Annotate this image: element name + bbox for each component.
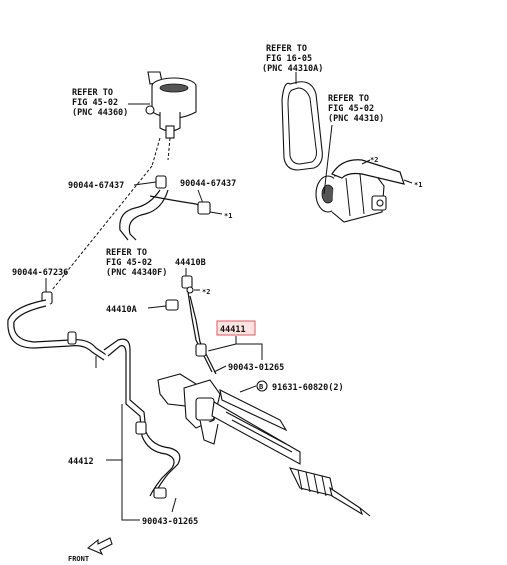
refer-pump-line2: FIG 45-02 (328, 104, 374, 114)
tube-fitting (153, 487, 167, 499)
refer-belt-line1: REFER TO (266, 44, 307, 54)
refer-belt-line3: (PNC 44310A) (262, 64, 323, 74)
hose-fitting (195, 343, 207, 357)
hose-clamp (67, 331, 77, 345)
part-44410b-label: 44410B (175, 258, 206, 268)
leader-line (147, 305, 167, 309)
part-90043-top-label: 90043-01265 (228, 363, 284, 373)
part-44411-label[interactable]: 44411 (220, 325, 246, 335)
return-hose (149, 195, 205, 209)
leader-line (203, 343, 237, 353)
mark-b: B (259, 383, 263, 391)
leader-line (106, 404, 123, 461)
rack-boot (288, 467, 335, 497)
part-44412-label: 44412 (68, 457, 94, 467)
clamp-right-label: 90044-67437 (180, 179, 236, 189)
clamp-far-left-label: 90044-67236 (12, 268, 68, 278)
mark-star1-a: *1 (224, 212, 232, 220)
refer-pump-line3: (PNC 44310) (328, 114, 384, 124)
part-91631-label: 91631-60820(2) (272, 383, 344, 393)
union-bolt (181, 275, 194, 294)
leader-line (121, 460, 140, 521)
leader-line (361, 159, 371, 165)
mark-star2-a: *2 (370, 156, 378, 164)
leader-line (133, 181, 157, 186)
leader-line (213, 365, 227, 373)
hose-clamp (197, 201, 211, 215)
return-tube (107, 345, 175, 497)
dashed-connector (51, 165, 153, 291)
hose-clamp (135, 421, 147, 435)
mark-star2-b: *2 (202, 288, 210, 296)
pressure-tube (189, 295, 217, 375)
front-label: FRONT (68, 555, 89, 563)
union-bolt-a (165, 299, 179, 311)
refer-gear-line3: (PNC 44340F) (106, 268, 167, 278)
reservoir-tank (145, 71, 197, 139)
refer-gear-line2: FIG 45-02 (106, 258, 152, 268)
leader-line (235, 336, 263, 360)
leader-line (209, 211, 223, 215)
return-hose (119, 189, 169, 241)
leader-line (403, 179, 413, 184)
refer-pump-line1: REFER TO (328, 94, 369, 104)
clamp-left-label: 90044-67437 (68, 181, 124, 191)
return-hose-long (7, 299, 109, 361)
power-steering-pump (315, 169, 387, 223)
dashed-connector (151, 137, 161, 167)
part-44410a-label: 44410A (106, 305, 137, 315)
drive-belt (281, 81, 323, 171)
front-arrow-icon (86, 537, 113, 556)
refer-belt-line2: FIG 16-05 (266, 54, 312, 64)
steering-gear-assembly (157, 373, 371, 517)
refer-reservoir-line3: (PNC 44360) (72, 108, 128, 118)
refer-reservoir-line1: REFER TO (72, 88, 113, 98)
leader-line (239, 385, 257, 393)
refer-reservoir-line2: FIG 45-02 (72, 98, 118, 108)
hose-clamp (155, 175, 167, 189)
mark-star1-b: *1 (414, 181, 422, 189)
refer-gear-line1: REFER TO (106, 248, 147, 258)
suction-hose (331, 159, 405, 185)
leader-line (171, 497, 177, 513)
dashed-connector (167, 137, 171, 161)
highlight-box-44411 (216, 320, 256, 336)
mark-b-circle (256, 380, 268, 392)
leader-line (323, 124, 333, 195)
part-90043-bottom-label: 90043-01265 (142, 517, 198, 527)
